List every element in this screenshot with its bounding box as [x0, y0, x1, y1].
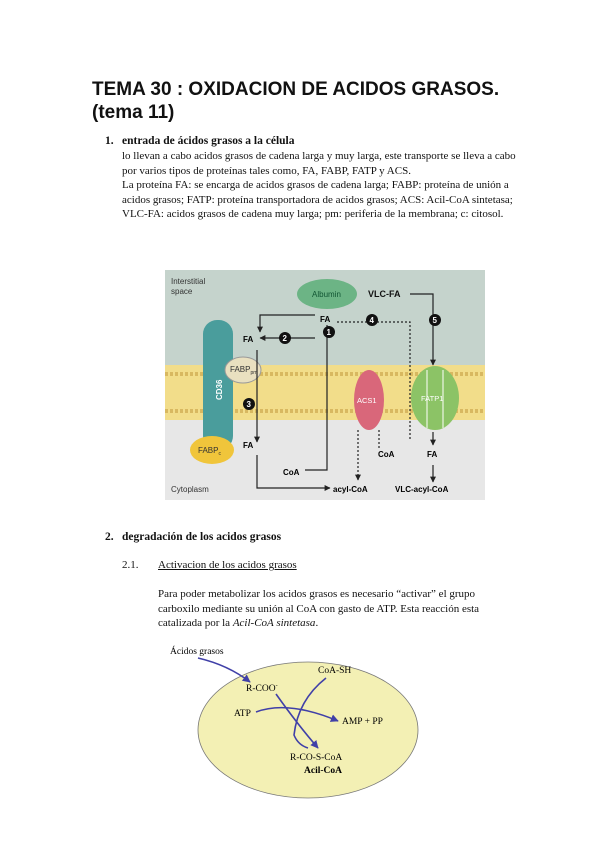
reaction-arrows — [197, 657, 339, 749]
section2-number: 2. — [105, 531, 114, 543]
fatp1-protein — [411, 366, 459, 430]
step-marker-4: 4 — [366, 314, 378, 326]
acil-coa-label: Acil-CoA — [304, 766, 342, 776]
activation-reaction-figure: Ácidos grasos R-COO- CoA-SH ATP AMP + PP… — [170, 645, 419, 799]
section1-number: 1. — [105, 135, 114, 147]
fabp-c-label: FABPc — [198, 446, 221, 457]
fa-label-left: FA — [243, 335, 253, 344]
coa-label-bottom: CoA — [283, 468, 300, 477]
cd36-label: CD36 — [215, 379, 224, 400]
step-marker-1: 1 — [323, 326, 335, 338]
coa-label-right: CoA — [378, 450, 395, 459]
section1-paragraph-1: lo llevan a cabo acidos grasos de cadena… — [122, 150, 516, 177]
activation-paragraph: Para poder metabolizar los acidos grasos… — [158, 588, 480, 629]
cytoplasm-label: Cytoplasm — [171, 485, 209, 494]
rcosc-label: R-CO-S-CoA — [290, 753, 342, 763]
subsection-title: Activacion de los acidos grasos — [158, 559, 297, 571]
subsection-number: 2.1. — [122, 559, 139, 571]
amp-pp-label: AMP + PP — [342, 717, 383, 727]
rcoo-label: R-COO- — [246, 683, 278, 694]
section1-paragraph-2: La proteína FA: se encarga de acidos gra… — [122, 179, 513, 220]
fa-label-top: FA — [320, 315, 330, 324]
fatty-acid-transport-figure: Interstitial space Cytoplasm CD36 FABPpm… — [165, 270, 485, 500]
fa-label-right: FA — [427, 450, 437, 459]
vlcfa-top-label: VLC-FA — [368, 289, 401, 299]
cd36-protein — [203, 320, 233, 450]
step-marker-5: 5 — [429, 314, 441, 326]
section1-heading: entrada de ácidos grasos a la célula — [122, 135, 295, 147]
svg-text:5: 5 — [433, 316, 438, 325]
acs1-protein — [354, 370, 384, 430]
step-marker-2: 2 — [279, 332, 291, 344]
page-title: TEMA 30 : OXIDACION DE ACIDOS GRASOS. (t… — [92, 79, 500, 123]
albumin-protein — [297, 279, 357, 309]
acidos-grasos-label: Ácidos grasos — [170, 645, 224, 657]
svg-text:4: 4 — [370, 316, 375, 325]
fa-label-inner: FA — [243, 441, 253, 450]
vlc-acyl-coa-label: VLC-acyl-CoA — [395, 485, 449, 494]
albumin-label: Albumin — [312, 290, 341, 299]
transport-arrows — [254, 293, 436, 491]
space-label: space — [171, 287, 193, 296]
coa-sh-label: CoA-SH — [318, 666, 351, 676]
cell-ellipse — [197, 661, 419, 799]
fatp1-label: FATP1 — [421, 394, 443, 403]
step-marker-3: 3 — [243, 398, 255, 410]
atp-label: ATP — [234, 709, 251, 719]
fabp-pm-label: FABPpm — [230, 365, 257, 376]
section2-heading: degradación de los acidos grasos — [122, 531, 282, 543]
interstitial-label: Interstitial — [171, 277, 205, 286]
section1-body: lo llevan a cabo acidos grasos de cadena… — [122, 149, 522, 222]
fabp-c-protein — [190, 436, 234, 464]
svg-text:1: 1 — [327, 328, 332, 337]
fabp-pm-protein — [224, 356, 262, 384]
acyl-coa-label: acyl-CoA — [333, 485, 368, 494]
acs1-label: ACS1 — [357, 396, 377, 405]
svg-text:3: 3 — [247, 400, 252, 409]
svg-text:2: 2 — [283, 334, 288, 343]
